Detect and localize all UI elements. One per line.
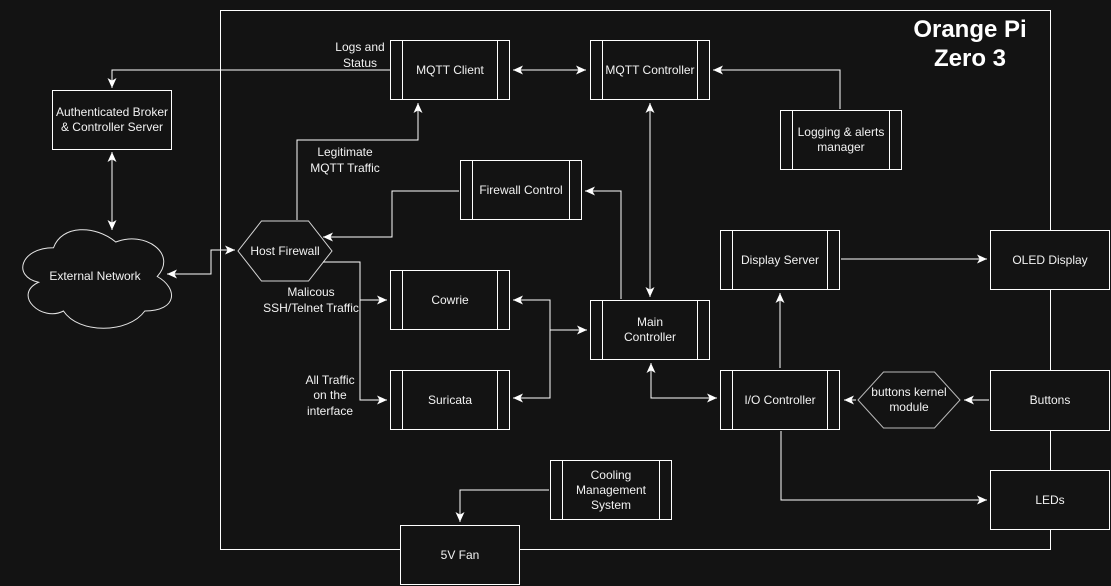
node-main-controller: Main Controller bbox=[590, 300, 710, 360]
node-5v-fan: 5V Fan bbox=[400, 525, 520, 585]
edge-firewallcontrol-hostfirewall bbox=[323, 190, 459, 242]
label-host-firewall: Host Firewall bbox=[250, 243, 320, 258]
host-firewall-hexagon bbox=[237, 220, 333, 282]
label-all-traffic-interface: All Traffic on the interface bbox=[305, 372, 355, 418]
label-logs-and-status: Logs and Status bbox=[335, 40, 385, 70]
label-external-network: External Network bbox=[49, 269, 141, 283]
edge-maincontroller-iocontroller bbox=[646, 363, 717, 403]
node-mqtt-client: MQTT Client bbox=[390, 40, 510, 100]
diagram-title: Orange Pi Zero 3 bbox=[913, 16, 1027, 72]
edge-cloud-hostfirewall bbox=[167, 245, 235, 279]
buttons-kernel-hexagon bbox=[857, 371, 961, 429]
edge-hostfirewall-mqttclient bbox=[296, 103, 423, 220]
label-legitimate-mqtt-traffic: Legitimate MQTT Traffic bbox=[310, 145, 380, 175]
label-malicious-ssh-telnet-traffic: Malicous SSH/Telnet Traffic bbox=[263, 285, 359, 315]
edge-hostfirewall-cowrie bbox=[323, 261, 387, 305]
edge-cooling-fan bbox=[455, 489, 549, 522]
node-leds: LEDs bbox=[990, 470, 1110, 530]
edge-logging-mqttcontroller bbox=[713, 65, 841, 109]
node-mqtt-controller: MQTT Controller bbox=[590, 40, 710, 100]
node-firewall-control: Firewall Control bbox=[460, 160, 582, 220]
node-oled-display: OLED Display bbox=[990, 230, 1110, 290]
node-cooling-management: Cooling Management System bbox=[550, 460, 672, 520]
edge-maincontroller-firewallcontrol bbox=[585, 186, 622, 299]
node-suricata: Suricata bbox=[390, 370, 510, 430]
node-logging-alerts-manager: Logging & alerts manager bbox=[780, 110, 902, 170]
edge-hostfirewall-suricata bbox=[359, 300, 387, 405]
label-buttons-kernel-module: buttons kernel module bbox=[871, 385, 947, 414]
edge-iocontroller-leds bbox=[780, 431, 987, 505]
node-io-controller: I/O Controller bbox=[720, 370, 840, 430]
edge-ids-tree bbox=[513, 295, 551, 403]
edge-logs-to-broker bbox=[107, 69, 390, 88]
node-buttons: Buttons bbox=[990, 370, 1110, 431]
external-network-cloud bbox=[22, 229, 173, 329]
node-cowrie: Cowrie bbox=[390, 270, 510, 330]
node-display-server: Display Server bbox=[720, 230, 840, 290]
node-authenticated-broker: Authenticated Broker & Controller Server bbox=[52, 90, 172, 150]
